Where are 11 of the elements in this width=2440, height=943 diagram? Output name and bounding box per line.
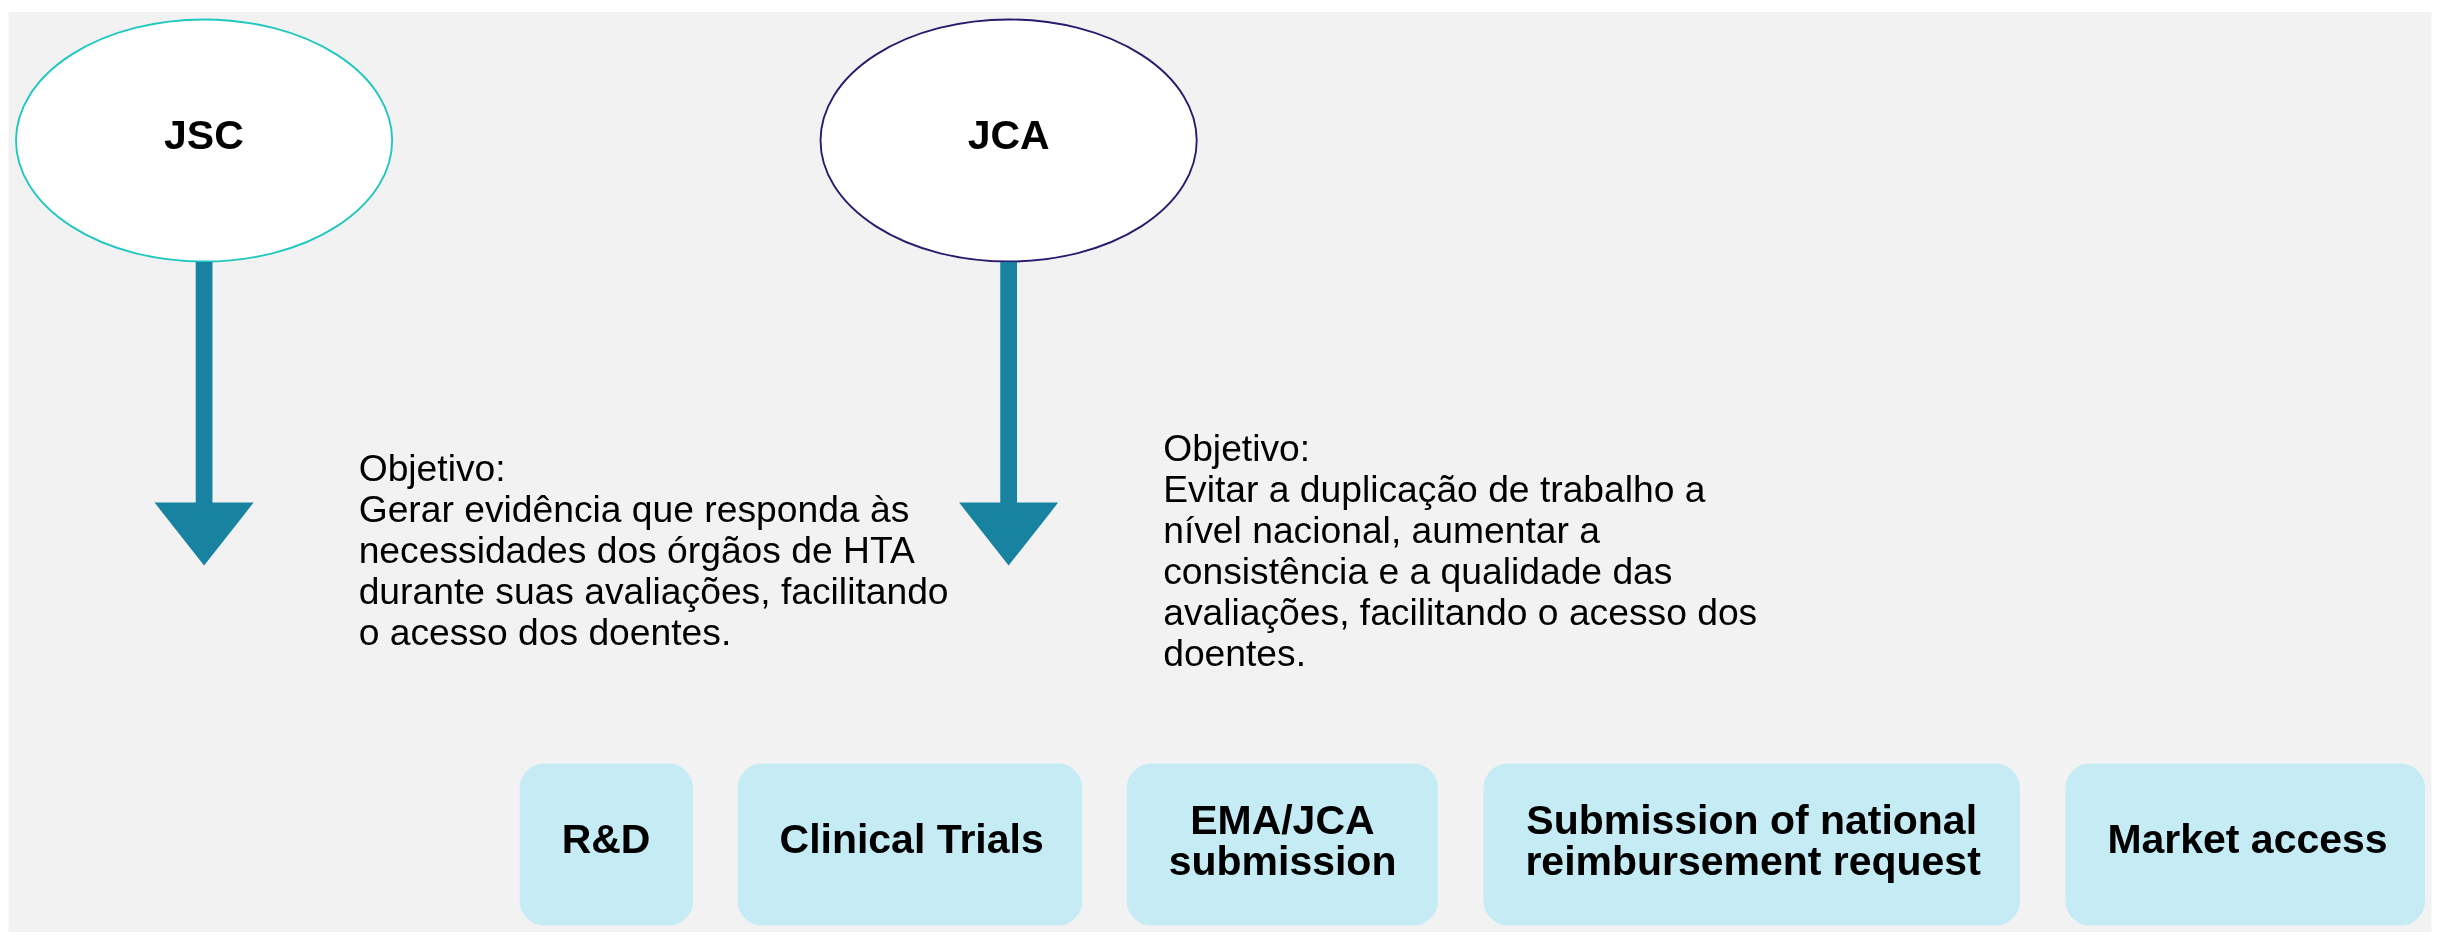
node-label: Objetivo: xyxy=(1163,426,1311,469)
node-label: Objetivo: xyxy=(358,446,506,489)
node-box: Clinical Trials xyxy=(737,762,1083,925)
node-box: Market access xyxy=(2065,762,2425,925)
arrow xyxy=(154,261,254,565)
node-box: R&D xyxy=(519,762,693,925)
node-ellipse: JCA xyxy=(819,18,1198,262)
node-ellipse: JSC xyxy=(15,18,394,262)
node-box: Submission of national reimbursement request xyxy=(1483,762,2020,925)
node-box: EMA/JCA submission xyxy=(1126,762,1438,925)
arrow xyxy=(959,261,1059,565)
